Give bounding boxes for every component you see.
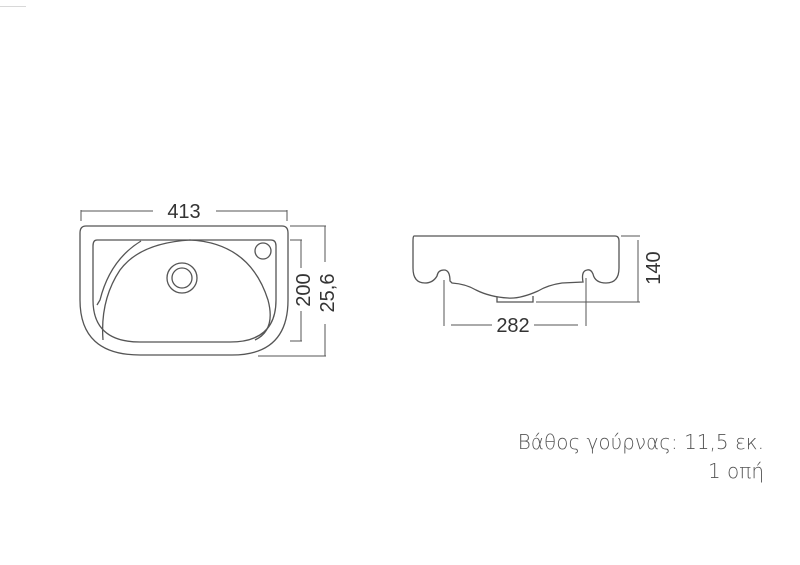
height-dimension-label: 140 xyxy=(643,251,665,284)
width-dimension-label: 413 xyxy=(167,201,200,223)
bracket-span-dimension-label: 282 xyxy=(496,315,529,337)
holes-note: 1 οπή xyxy=(707,459,764,483)
inner-depth-dimension-label: 200 xyxy=(293,273,315,306)
side-view xyxy=(412,235,640,326)
outer-depth-dimension-label: 25,6 xyxy=(317,274,339,313)
basin-depth-note: Βάθος γούρνας: 11,5 εκ. xyxy=(517,430,764,454)
corner-mark xyxy=(0,6,26,7)
spec-notes: Βάθος γούρνας: 11,5 εκ. 1 οπή xyxy=(518,428,764,486)
top-view xyxy=(79,210,326,357)
